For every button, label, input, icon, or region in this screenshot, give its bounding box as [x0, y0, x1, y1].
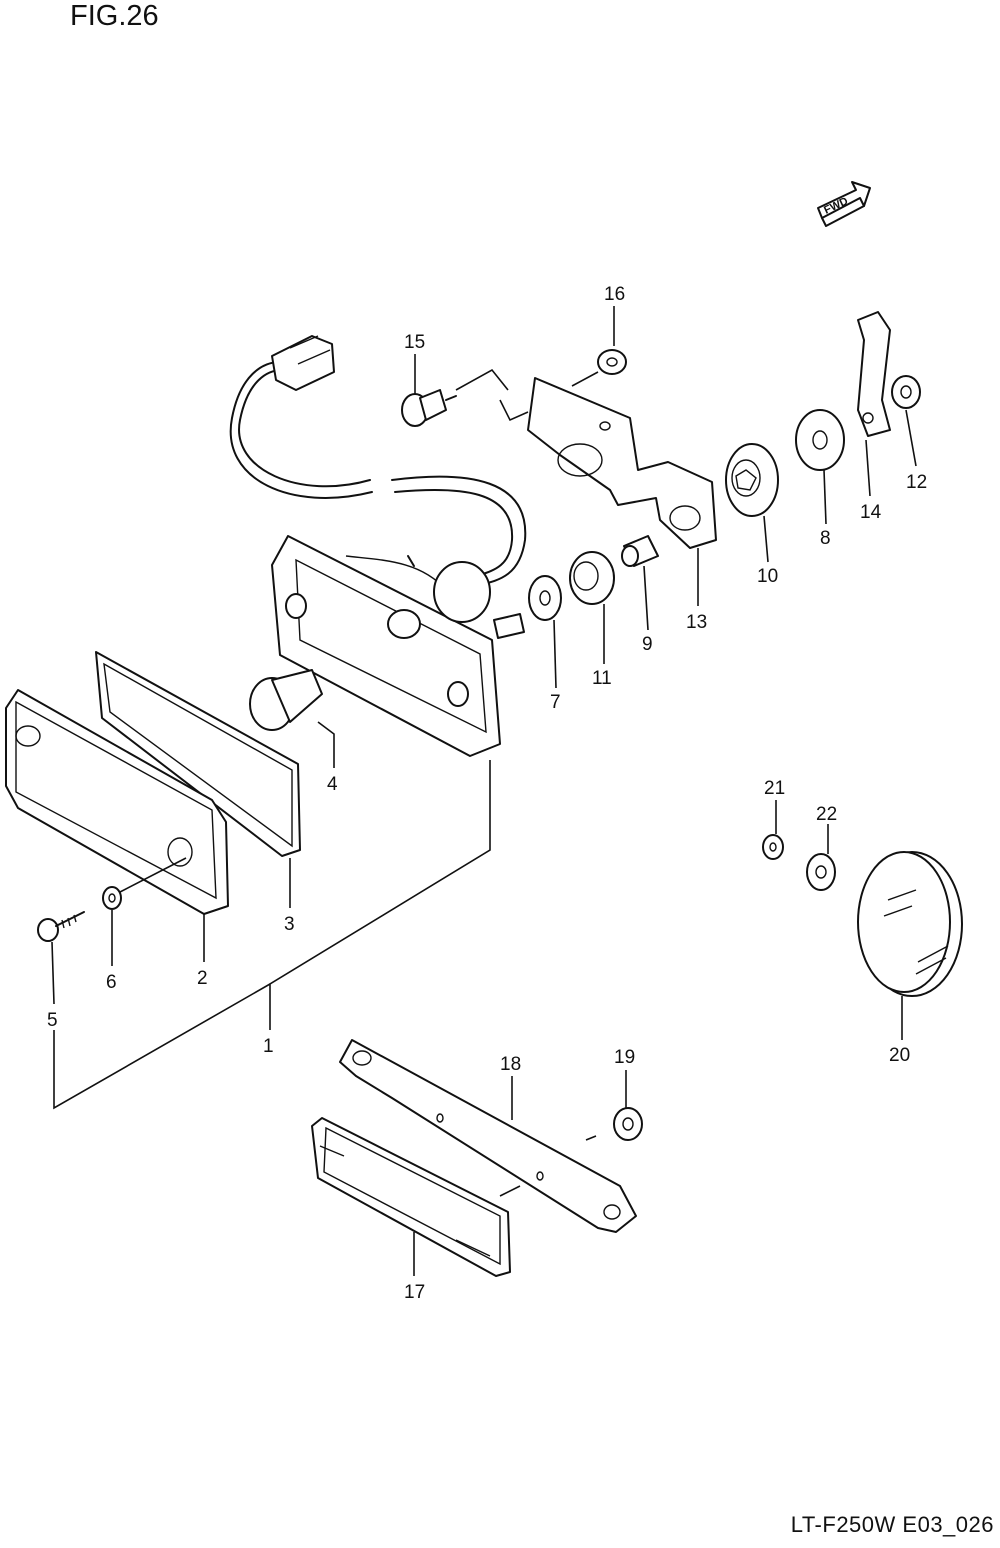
- callout-19: 19: [614, 1047, 635, 1068]
- part-7-washer: [528, 575, 562, 621]
- callout-20: 20: [889, 1045, 910, 1066]
- part-22-washer: [806, 853, 836, 891]
- part-6-washer: [102, 886, 122, 910]
- part-15-bolt: [401, 368, 529, 427]
- lamp-housing: [271, 535, 525, 757]
- diagram-code: LT-F250W E03_026: [790, 1512, 994, 1537]
- callout-16: 16: [604, 284, 625, 305]
- part-17-reflector: [311, 1117, 511, 1277]
- part-14-stay: [857, 311, 891, 437]
- callout-15: 15: [404, 332, 425, 353]
- part-10-nut: [725, 443, 779, 517]
- callout-18: 18: [500, 1054, 521, 1075]
- part-9-collar: [621, 535, 659, 567]
- callout-7: 7: [550, 692, 561, 713]
- callout-1: 1: [263, 1036, 274, 1057]
- callout-10: 10: [757, 566, 778, 587]
- part-5-screw: [37, 911, 85, 942]
- callout-17: 17: [404, 1282, 425, 1303]
- callout-labels: 16 15 12 14 8 10 13 9 11 7 4 21 22 3 2 6…: [47, 284, 927, 1303]
- callout-11: 11: [592, 668, 612, 689]
- callout-2: 2: [197, 968, 208, 989]
- part-21-washer: [762, 834, 784, 860]
- callout-12: 12: [906, 472, 927, 493]
- part-19-nut: [613, 1107, 643, 1141]
- callout-8: 8: [820, 528, 831, 549]
- part-12-nut: [891, 375, 921, 409]
- part-2-lens: [5, 689, 229, 915]
- part-11-grommet: [569, 551, 615, 605]
- part-3-gasket: [95, 651, 301, 857]
- part-16-nut: [571, 349, 627, 387]
- callout-4: 4: [327, 774, 338, 795]
- callout-6: 6: [106, 972, 117, 993]
- callout-14: 14: [860, 502, 882, 523]
- fwd-arrow-icon: FWD: [817, 181, 871, 227]
- callout-21: 21: [764, 778, 785, 799]
- callout-22: 22: [816, 804, 837, 825]
- callout-3: 3: [284, 914, 295, 935]
- part-13-bracket: [527, 377, 717, 549]
- part-18-bracket: [339, 1039, 637, 1233]
- leader-lines: [51, 306, 917, 1276]
- figure-title: FIG.26: [70, 0, 159, 32]
- part-20-reflector-round: [857, 851, 963, 997]
- wire-harness: [229, 335, 527, 586]
- fwd-label: FWD: [822, 195, 850, 216]
- part-8-washer: [795, 409, 845, 471]
- callout-5: 5: [47, 1010, 58, 1031]
- part-4-bulb: [249, 669, 323, 731]
- callout-9: 9: [642, 634, 653, 655]
- callout-13: 13: [686, 612, 707, 633]
